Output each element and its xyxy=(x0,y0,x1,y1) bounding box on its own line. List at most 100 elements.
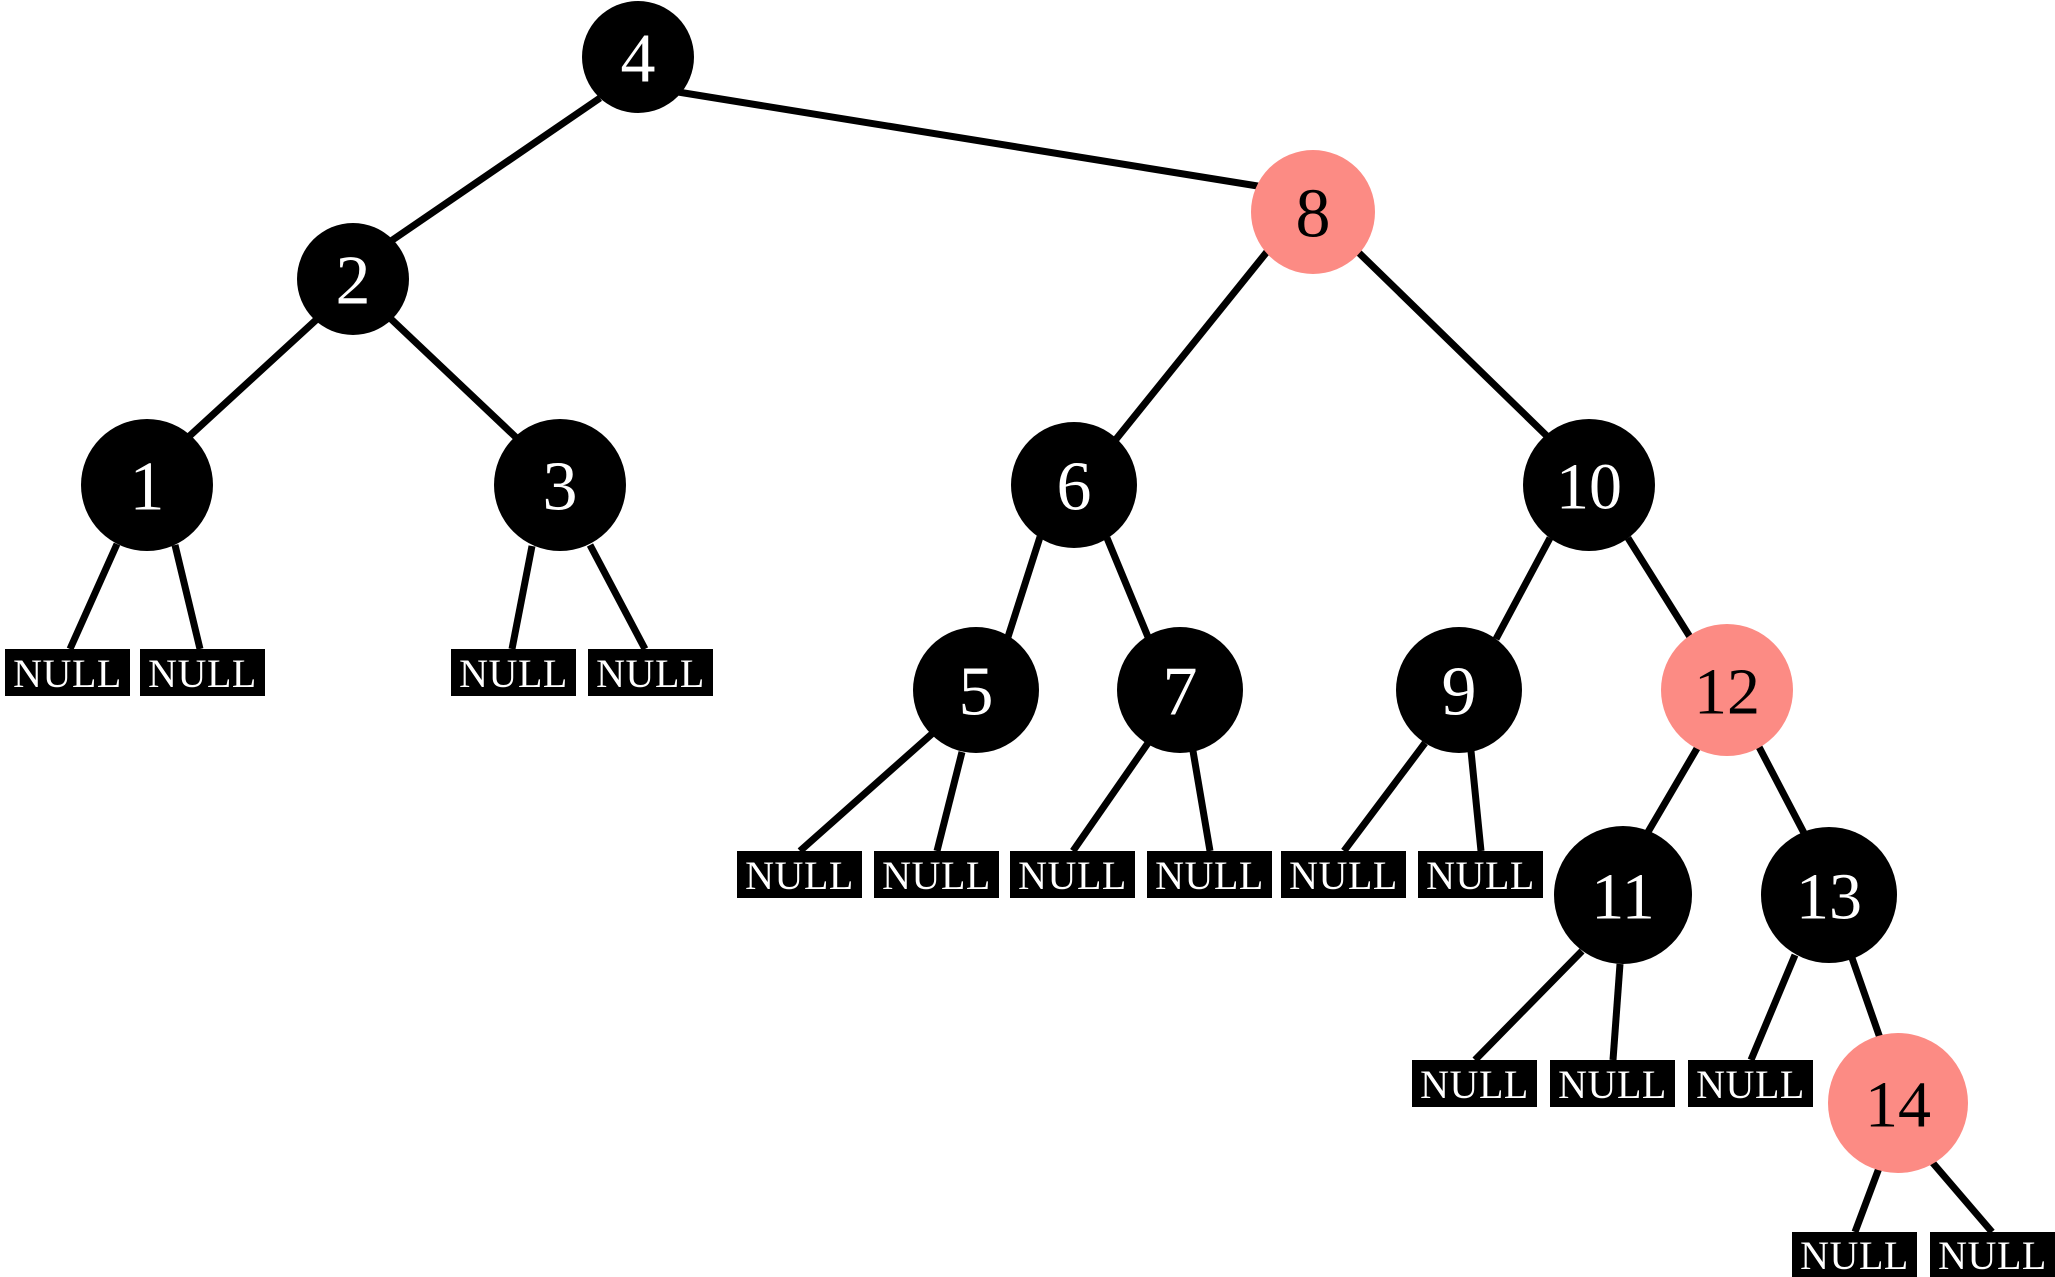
tree-edge-n6-to-n7 xyxy=(1103,536,1152,639)
null-leaf-b2: NULL xyxy=(140,649,265,696)
null-box-label: NULL xyxy=(882,853,991,898)
null-box-label: NULL xyxy=(596,651,705,696)
null-leaf-b9: NULL xyxy=(1281,851,1406,898)
null-box-label: NULL xyxy=(1018,853,1127,898)
null-leaf-b11: NULL xyxy=(1412,1060,1537,1107)
null-leaf-b15: NULL xyxy=(1930,1232,2055,1277)
null-box-background xyxy=(588,649,713,696)
null-leaf-b7: NULL xyxy=(1010,851,1135,898)
null-box-label: NULL xyxy=(1696,1062,1805,1107)
node-value-label: 3 xyxy=(543,449,578,526)
null-box-background xyxy=(451,649,576,696)
null-box-label: NULL xyxy=(1289,853,1398,898)
null-box-label: NULL xyxy=(13,651,122,696)
node-circle-red xyxy=(1828,1033,1968,1173)
tree-node-8: 8 xyxy=(1251,150,1375,274)
null-box-background xyxy=(1688,1060,1813,1107)
null-leaf-b10: NULL xyxy=(1418,851,1543,898)
node-circle-red xyxy=(1251,150,1375,274)
node-value-label: 4 xyxy=(621,21,656,98)
tree-node-14: 14 xyxy=(1828,1033,1968,1173)
tree-node-10: 10 xyxy=(1523,419,1655,551)
tree-edge-n12-to-n11 xyxy=(1644,743,1703,834)
tree-node-4: 4 xyxy=(582,1,694,113)
node-circle-black xyxy=(1396,627,1522,753)
null-leaf-b8: NULL xyxy=(1147,851,1272,898)
node-value-label: 11 xyxy=(1591,861,1655,934)
null-leaf-b4: NULL xyxy=(588,649,713,696)
tree-edge-n13-to-b13 xyxy=(1747,953,1799,1062)
node-value-label: 8 xyxy=(1296,176,1331,253)
tree-edge-n1-to-b1 xyxy=(66,542,121,651)
edges-layer xyxy=(66,88,1995,1235)
node-circle-red xyxy=(1661,624,1793,756)
null-leaf-b6: NULL xyxy=(874,851,999,898)
null-leaf-b5: NULL xyxy=(737,851,862,898)
tree-node-7: 7 xyxy=(1117,627,1243,753)
tree-edge-n10-to-n12 xyxy=(1625,536,1693,639)
tree-edge-n4-to-n2 xyxy=(389,95,602,244)
node-circle-black xyxy=(494,419,626,551)
tree-node-11: 11 xyxy=(1554,826,1692,964)
null-box-background xyxy=(1418,851,1543,898)
null-box-background xyxy=(874,851,999,898)
tree-node-6: 6 xyxy=(1011,422,1137,548)
node-value-label: 5 xyxy=(959,654,994,731)
tree-edge-n11-to-b12 xyxy=(1609,963,1624,1061)
tree-edge-n13-to-n14 xyxy=(1848,956,1884,1040)
null-leaf-b3: NULL xyxy=(451,649,576,696)
tree-edge-n9-to-b9 xyxy=(1341,740,1428,854)
null-box-label: NULL xyxy=(745,853,854,898)
tree-node-1: 1 xyxy=(81,419,213,551)
tree-edge-n3-to-b3 xyxy=(508,545,536,650)
tree-edge-n6-to-n5 xyxy=(1004,535,1044,639)
node-value-label: 12 xyxy=(1694,656,1760,729)
tree-edge-n14-to-b14 xyxy=(1851,1166,1883,1234)
node-value-label: 13 xyxy=(1796,861,1862,934)
node-value-label: 9 xyxy=(1442,654,1477,731)
null-box-background xyxy=(737,851,862,898)
tree-edge-n7-to-b8 xyxy=(1189,750,1214,852)
null-box-background xyxy=(1412,1060,1537,1107)
tree-edge-n2-to-n1 xyxy=(180,317,319,445)
node-value-label: 1 xyxy=(130,449,165,526)
tree-node-12: 12 xyxy=(1661,624,1793,756)
tree-edge-n5-to-b5 xyxy=(797,729,937,854)
tree-edge-n1-to-b2 xyxy=(171,544,204,650)
null-box-background xyxy=(1792,1232,1917,1277)
tree-node-9: 9 xyxy=(1396,627,1522,753)
tree-node-2: 2 xyxy=(297,223,409,335)
null-box-label: NULL xyxy=(148,651,257,696)
null-leaf-b14: NULL xyxy=(1792,1232,1917,1277)
tree-node-13: 13 xyxy=(1761,827,1897,963)
null-box-background xyxy=(1147,851,1272,898)
node-value-label: 10 xyxy=(1556,451,1622,524)
tree-edge-n5-to-b6 xyxy=(933,751,966,852)
tree-edge-n8-to-n10 xyxy=(1353,247,1554,443)
null-box-background xyxy=(1281,851,1406,898)
tree-edge-n14-to-b15 xyxy=(1929,1159,1995,1235)
null-leaf-b12: NULL xyxy=(1550,1060,1675,1107)
node-circle-black xyxy=(1117,627,1243,753)
null-box-background xyxy=(1010,851,1135,898)
node-value-label: 6 xyxy=(1057,449,1092,526)
tree-edge-n11-to-b11 xyxy=(1472,948,1585,1063)
tree-node-3: 3 xyxy=(494,419,626,551)
node-circle-black xyxy=(1011,422,1137,548)
null-box-background xyxy=(1930,1232,2055,1277)
tree-edge-n8-to-n6 xyxy=(1110,245,1273,446)
node-circle-black xyxy=(913,627,1039,753)
tree-edge-n3-to-b4 xyxy=(586,543,649,651)
null-box-background xyxy=(1550,1060,1675,1107)
null-box-background xyxy=(140,649,265,696)
null-box-background xyxy=(5,649,130,696)
null-leaf-b1: NULL xyxy=(5,649,130,696)
tree-node-5: 5 xyxy=(913,627,1039,753)
node-circle-black xyxy=(1761,827,1897,963)
null-box-label: NULL xyxy=(459,651,568,696)
null-leaf-b13: NULL xyxy=(1688,1060,1813,1107)
tree-edge-n7-to-b7 xyxy=(1070,741,1151,853)
null-box-label: NULL xyxy=(1938,1233,2047,1277)
tree-edge-n9-to-b10 xyxy=(1467,750,1485,852)
